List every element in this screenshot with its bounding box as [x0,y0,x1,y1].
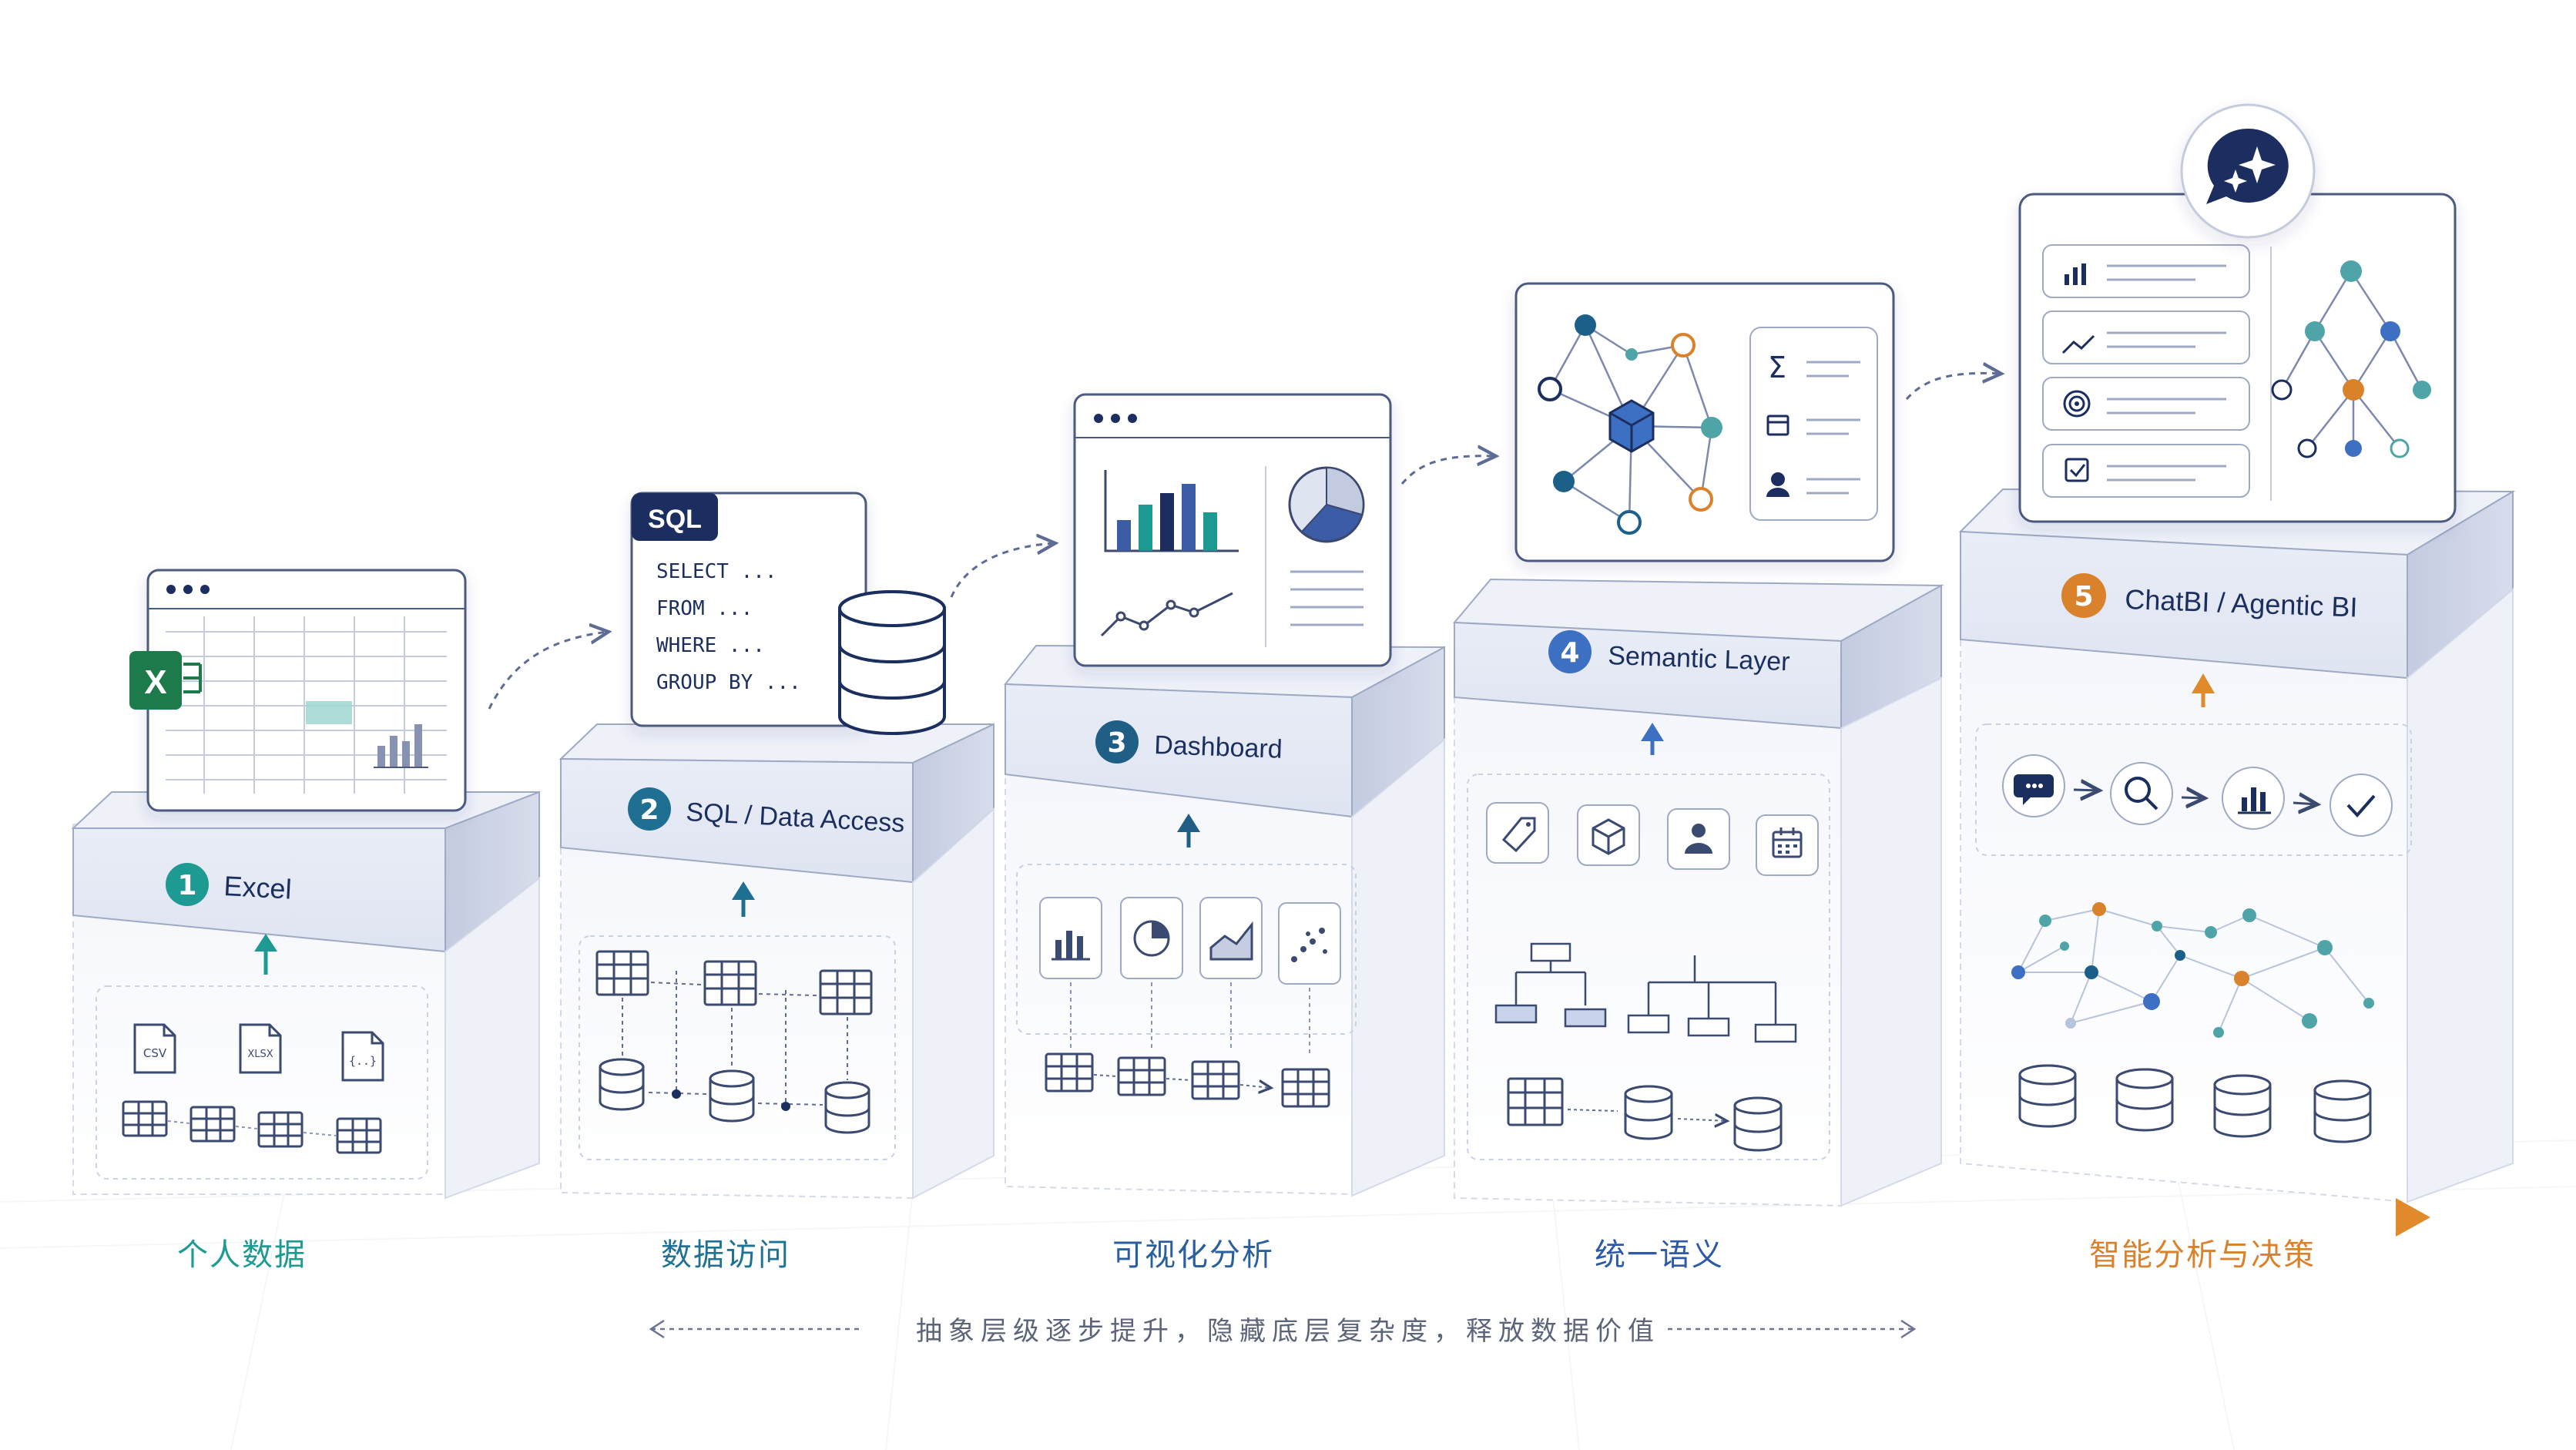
stage-1-tables [122,1100,382,1154]
stage-1-block: 1 Excel CSV XLSX {..} [71,790,540,1200]
flow-arrow-3-4 [1400,456,1496,485]
calendar-icon [1766,415,1789,436]
sql-line-where: WHERE ... [656,634,765,657]
user-icon-tile [1667,808,1730,870]
stage-3-tables [1045,1052,1330,1108]
sql-line-from: FROM ... [656,597,753,620]
svg-text:{..}: {..} [349,1054,377,1068]
agent-pipeline [2002,754,2393,837]
tagline-arrows [649,1319,1917,1339]
person-icon [1771,472,1785,486]
mini-scatter-chart-card [1278,902,1341,985]
stage-5-number: 5 [2074,581,2093,613]
stage-1-badge [166,863,209,906]
decision-tree [2280,270,2423,449]
stage-2-up-arrow [732,881,755,900]
stage-4-badge [1548,630,1592,673]
stage-1-up-arrow [254,934,277,952]
dashboard-card [1073,393,1392,667]
xlsx-file-icon: XLSX [239,1023,282,1074]
knowledge-network-nodes [2011,902,2374,1038]
flow-arrow-1-2 [488,632,609,710]
excel-logo-icon: X [129,651,202,710]
flow-arrow-2-3 [950,543,1055,598]
ai-assistant-badge [2180,103,2316,239]
stage-1-number: 1 [177,870,196,901]
svg-text:XLSX: XLSX [247,1049,273,1060]
excel-spreadsheet-card [146,569,467,812]
csv-file-icon: CSV [133,1023,176,1074]
sigma-icon: Σ [1768,351,1786,384]
target-icon [2063,390,2091,418]
stage-1-caption: 个人数据 [177,1237,307,1273]
database-icon [838,590,946,735]
stage-4-data-sources [1507,1077,1783,1152]
knowledge-network [2018,908,2370,1033]
tag-icon-tile [1486,802,1549,864]
stage-4-up-arrow [1641,723,1664,741]
mini-pie-chart-card [1120,897,1183,979]
chat-bubble-icon [2014,774,2054,805]
flow-arrow-4-5 [1905,373,2001,400]
chatbi-card [2018,193,2457,523]
stage-3-caption: 可视化分析 [1112,1237,1274,1273]
sql-query-card: SQL SELECT ... FROM ... WHERE ... GROUP … [630,492,867,727]
search-icon [2125,777,2151,803]
stage-3-badge [1095,720,1139,764]
mini-bar-chart-card [1039,897,1102,979]
semantic-hierarchy-tree [1494,942,1797,1043]
stage-4-block: 4 Semantic Layer [1452,578,1944,1207]
stage-3-title: Dashboard [1154,730,1283,764]
stage-1-title: Excel [223,870,293,905]
sql-tag: SQL [648,505,702,534]
stage-5-caption: 智能分析与决策 [2089,1237,2316,1273]
semantic-graph-card: Σ [1514,282,1895,562]
stage-2-tables [595,950,873,1015]
mini-area-chart-card [1199,897,1263,979]
sql-line-group-by: GROUP BY ... [656,671,801,694]
stage-4-title: Semantic Layer [1608,641,1790,676]
stage-5-up-arrow [2192,673,2215,693]
check-icon [2346,794,2376,817]
checkbox-icon [2064,458,2089,482]
stage-4-caption: 统一语义 [1595,1237,1724,1273]
trend-icon [2061,334,2095,354]
stage-2-block: 2 SQL / Data Access [558,723,995,1200]
stage-5-block: 5 ChatBI / Agentic BI [1958,488,2516,1203]
bars-icon [2064,263,2086,285]
svg-text:X: X [144,663,166,701]
cube-icon-tile [1577,804,1640,866]
calendar-icon-tile [1756,814,1819,876]
stage-4-number: 4 [1560,637,1579,669]
stage-2-badge [628,787,671,831]
stage-2-caption: 数据访问 [661,1237,790,1273]
stage-5-badge [2061,573,2106,618]
stage-2-number: 2 [639,794,659,826]
stage-3-up-arrow [1177,814,1200,832]
json-file-icon: {..} [341,1031,384,1082]
stage-5-databases [2018,1064,2372,1143]
tagline: 抽象层级逐步提升，隐藏底层复杂度，释放数据价值 [916,1316,1660,1347]
stage-3-number: 3 [1107,727,1126,759]
bar-chart-icon [2242,787,2266,811]
stage-2-databases [599,1058,870,1134]
sql-line-select: SELECT ... [656,560,777,583]
svg-text:CSV: CSV [143,1046,167,1060]
stage-3-block: 3 Dashboard [1003,644,1445,1197]
